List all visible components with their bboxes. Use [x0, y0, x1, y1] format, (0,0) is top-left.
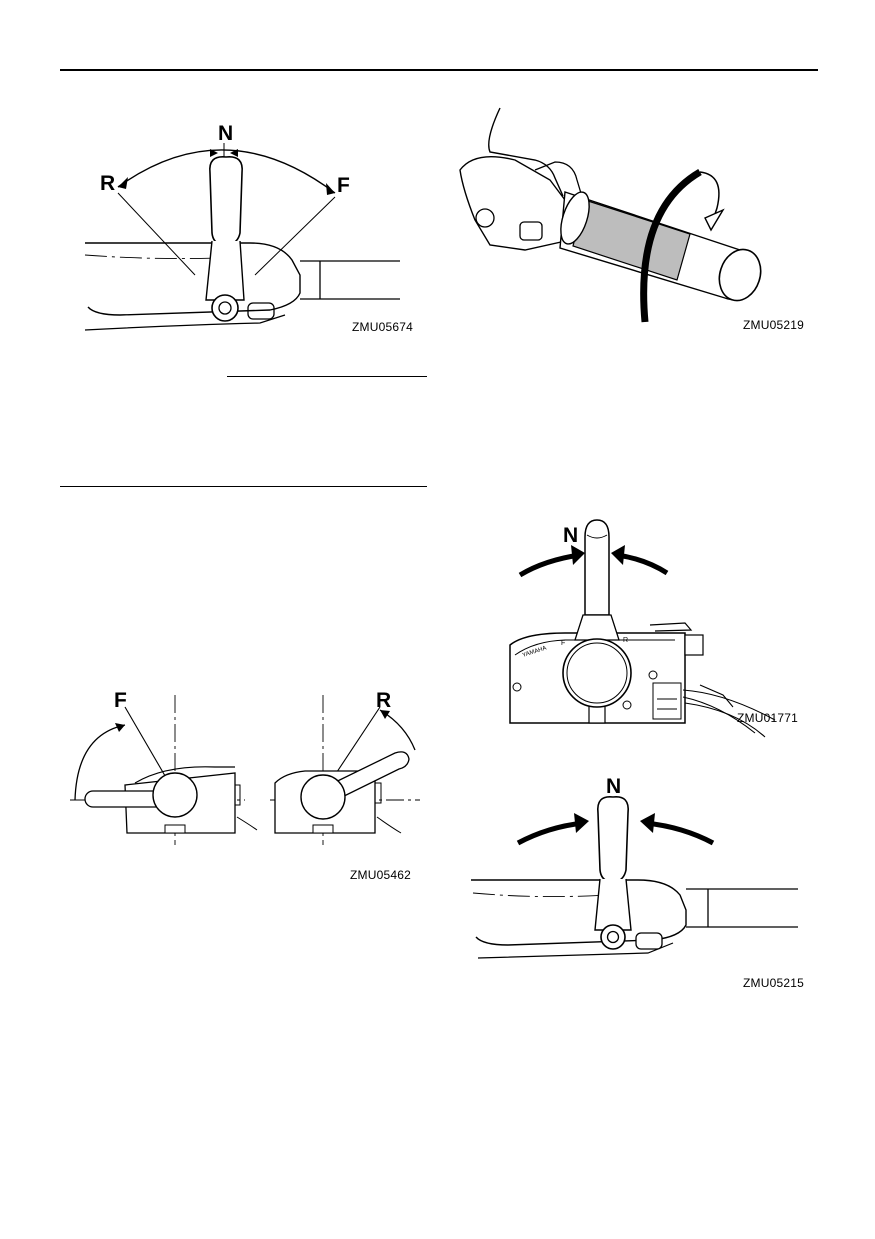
figure-code-zmu05674: ZMU05674	[352, 320, 413, 334]
note-bottom-rule	[60, 486, 427, 487]
remote-control-positions-figure: F R	[70, 689, 420, 845]
label-f: F	[114, 689, 127, 712]
label-f: F	[337, 174, 350, 197]
label-r: R	[376, 689, 391, 712]
remote-control-neutral-figure: YAMAHA F R N	[509, 519, 776, 738]
label-n: N	[218, 122, 233, 145]
figure-code-zmu05219: ZMU05219	[743, 318, 804, 332]
throttle-grip-figure	[459, 107, 762, 323]
header-rule	[60, 69, 818, 71]
note-top-rule	[227, 376, 427, 377]
label-n: N	[606, 775, 621, 798]
tiller-shift-range-figure: N R F	[84, 122, 400, 331]
tiller-neutral-figure: N	[471, 775, 798, 959]
figure-code-zmu05462: ZMU05462	[350, 868, 411, 882]
figure-code-zmu01771: ZMU01771	[737, 711, 798, 725]
label-r: R	[100, 172, 115, 195]
svg-text:R: R	[623, 637, 628, 644]
label-n: N	[563, 524, 578, 547]
svg-text:F: F	[561, 640, 565, 647]
figure-code-zmu05215: ZMU05215	[743, 976, 804, 990]
